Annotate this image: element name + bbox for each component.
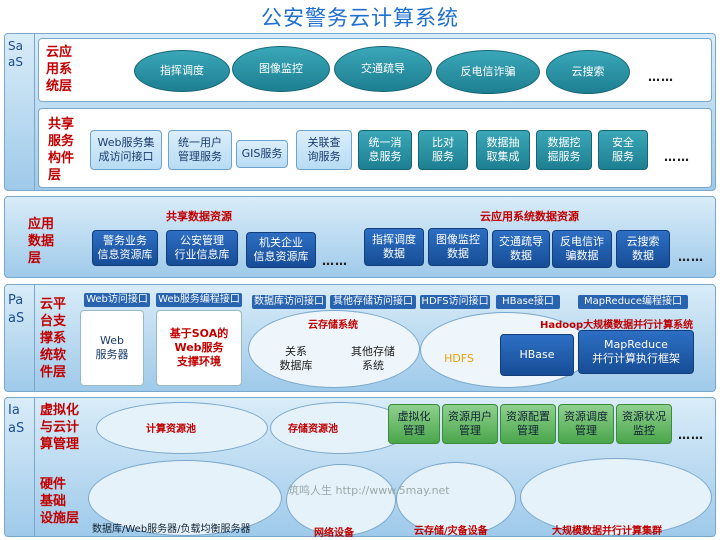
if-web-service: Web服务编程接口 [156, 293, 242, 307]
shared-more: …… [322, 254, 348, 268]
if-web-access: Web访问接口 [84, 293, 150, 307]
mapreduce-box: MapReduce 并行计算执行框架 [578, 330, 694, 374]
svc-compare: 比对 服务 [418, 130, 468, 170]
if-hbase: HBase接口 [496, 295, 560, 309]
paas-divider [34, 284, 35, 392]
hw-servers-ellipse [88, 460, 282, 536]
app-command: 指挥调度 [134, 50, 230, 92]
services-more: …… [664, 150, 690, 164]
svc-gis: GIS服务 [236, 140, 288, 168]
svc-layer-label: 共享 服务 构件 层 [48, 117, 75, 183]
paas-side-label: Pa aS [8, 293, 25, 326]
watermark: 筑鸣人生 http://www.5may.net [288, 484, 450, 497]
web-server: Web 服务器 [80, 310, 144, 386]
mgmt-scheduling: 资源调度 管理 [558, 404, 614, 444]
app-traffic: 交通疏导 [334, 46, 432, 92]
storage-pool-label: 存储资源池 [288, 424, 338, 435]
hw-network-ellipse [286, 464, 396, 536]
storage-pool-ellipse [270, 402, 410, 454]
svc-query: 关联查 询服务 [296, 130, 352, 170]
compute-pool-label: 计算资源池 [146, 424, 196, 435]
compute-pool-ellipse [96, 402, 268, 454]
if-mapreduce: MapReduce编程接口 [578, 295, 688, 309]
if-other-storage: 其他存储访问接口 [330, 295, 416, 309]
cloud-search-data: 云搜索 数据 [616, 230, 670, 268]
cloud-traffic-data: 交通疏导 数据 [492, 230, 550, 268]
iaas-divider [34, 397, 35, 537]
hw-layer-label: 硬件 基础 设施层 [40, 477, 80, 526]
mgmt-virtualization: 虚拟化 管理 [388, 404, 440, 444]
relational-db: 关系 数据库 [279, 345, 313, 372]
apps-more: …… [648, 70, 674, 84]
cloud-more: …… [678, 250, 704, 264]
paas-layer-label: 云平 台支 撑系 统软 件层 [40, 297, 67, 380]
iaas-side-label: Ia aS [8, 403, 25, 436]
virt-layer-label: 虚拟化 与云计 算管理 [40, 403, 80, 452]
svc-extract: 数据抽 取集成 [476, 130, 530, 170]
hw-storage-ellipse [396, 462, 516, 536]
cloud-storage-ellipse [248, 310, 420, 388]
svc-web-integration: Web服务集 成访问接口 [90, 130, 162, 170]
mgmt-config: 资源配置 管理 [500, 404, 556, 444]
hw-bigdata-ellipse [520, 458, 712, 536]
hw-bigdata-label: 大规模数据并行计算集群 [552, 526, 662, 537]
cloud-data-title: 云应用系统数据资源 [480, 210, 579, 223]
saas-divider [34, 33, 35, 191]
soa-environment: 基于SOA的 Web服务 支撑环境 [156, 310, 242, 386]
data-layer-label: 应用 数据 层 [28, 217, 55, 266]
cloud-command-data: 指挥调度 数据 [364, 228, 424, 266]
if-hdfs: HDFS访问接口 [420, 295, 490, 309]
hbase-box: HBase [500, 334, 574, 376]
app-layer-label: 云应 用系 统层 [46, 45, 73, 94]
mgmt-users: 资源用户 管理 [442, 404, 498, 444]
if-db-access: 数据库访问接口 [252, 295, 326, 309]
cloud-fraud-data: 反电信诈 骗数据 [552, 230, 612, 268]
mgmt-monitoring: 资源状况 监控 [616, 404, 672, 444]
app-image-monitor: 图像监控 [232, 46, 330, 92]
shared-police-db: 警务业务 信息资源库 [92, 230, 158, 266]
hw-network-label: 网络设备 [314, 528, 354, 539]
shared-enterprise-db: 机关企业 信息资源库 [246, 232, 316, 268]
saas-side-label: Sa aS [8, 39, 23, 69]
mgmt-more: …… [678, 428, 704, 442]
cloud-image-data: 图像监控 数据 [428, 228, 488, 266]
svc-security: 安全 服务 [598, 130, 648, 170]
hadoop-title: Hadoop大规模数据并行计算系统 [540, 320, 694, 331]
hdfs-box: HDFS [444, 352, 474, 365]
page-title: 公安警务云计算系统 [261, 6, 459, 30]
hw-storage-label: 云存储/灾备设备 [414, 526, 488, 537]
shared-public-mgmt-db: 公安管理 行业信息库 [166, 230, 238, 266]
cloud-storage-title: 云存储系统 [308, 320, 358, 331]
other-storage: 其他存储 系统 [351, 345, 395, 372]
shared-data-title: 共享数据资源 [166, 210, 232, 223]
hw-servers-label: 数据库/Web服务器/负载均衡服务器 [92, 524, 251, 535]
app-cloud-search: 云搜索 [546, 50, 630, 94]
svc-mining: 数据挖 掘服务 [536, 130, 592, 170]
app-anti-fraud: 反电信诈骗 [436, 50, 540, 94]
svc-user-mgmt: 统一用户 管理服务 [168, 130, 232, 170]
svc-message: 统一消 息服务 [358, 130, 412, 170]
